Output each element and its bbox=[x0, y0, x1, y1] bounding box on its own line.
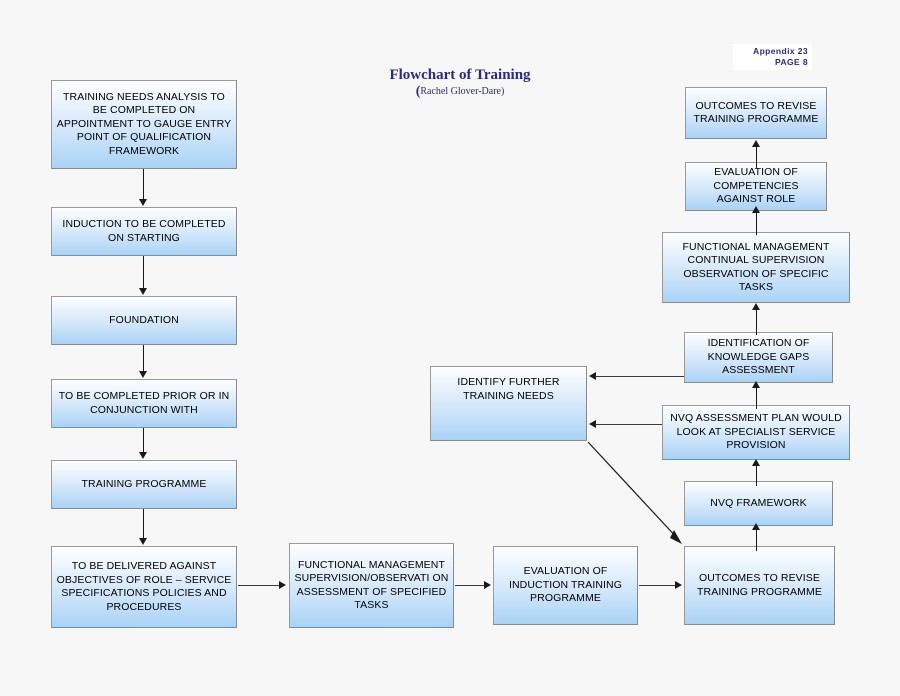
arrow-head-right bbox=[484, 581, 491, 589]
arrow-head-down bbox=[139, 538, 147, 545]
box-label: OUTCOMES TO REVISE TRAINING PROGRAMME bbox=[697, 572, 822, 598]
arrow-head-up bbox=[752, 303, 760, 310]
connector-line bbox=[639, 585, 676, 586]
box-functional-management-supervision[interactable]: FUNCTIONAL MANAGEMENT SUPERVISION/OBSERV… bbox=[289, 543, 454, 628]
document-header: Appendix 23 PAGE 8 bbox=[733, 44, 812, 70]
page-title: Flowchart of Training bbox=[389, 67, 531, 83]
connector-line bbox=[238, 585, 280, 586]
arrow-head-up bbox=[752, 459, 760, 466]
box-evaluation-of-induction-training[interactable]: EVALUATION OF INDUCTION TRAINING PROGRAM… bbox=[493, 546, 638, 625]
arrow-head-up bbox=[752, 140, 760, 147]
box-label: FOUNDATION bbox=[109, 313, 179, 326]
box-functional-management-continual[interactable]: FUNCTIONAL MANAGEMENT CONTINUAL SUPERVIS… bbox=[662, 232, 850, 303]
box-training-needs-analysis[interactable]: TRAINING NEEDS ANALYSIS TO BE COMPLETED … bbox=[51, 80, 237, 169]
box-label: NVQ ASSESSMENT PLAN WOULD LOOK AT SPECIA… bbox=[670, 412, 842, 452]
arrow-head-up bbox=[752, 381, 760, 388]
box-label: INDUCTION TO BE COMPLETED ON STARTING bbox=[62, 218, 226, 244]
box-outcomes-to-revise-training-bottom[interactable]: OUTCOMES TO REVISE TRAINING PROGRAMME bbox=[684, 546, 835, 625]
connector-line bbox=[756, 387, 757, 409]
arrow-head-left bbox=[589, 420, 596, 428]
connector-line bbox=[756, 211, 757, 235]
connector-line bbox=[143, 169, 144, 200]
arrow-head-up bbox=[752, 523, 760, 530]
box-nvq-assessment-plan[interactable]: NVQ ASSESSMENT PLAN WOULD LOOK AT SPECIA… bbox=[662, 405, 850, 460]
box-label: OUTCOMES TO REVISE TRAINING PROGRAMME bbox=[693, 99, 819, 126]
arrow-head-left bbox=[589, 372, 596, 380]
connector-line bbox=[756, 309, 757, 335]
box-identification-of-knowledge-gaps[interactable]: IDENTIFICATION OF KNOWLEDGE GAPS ASSESSM… bbox=[684, 332, 833, 383]
box-evaluation-of-competencies[interactable]: EVALUATION OF COMPETENCIES AGAINST ROLE bbox=[685, 162, 827, 211]
box-label: EVALUATION OF INDUCTION TRAINING PROGRAM… bbox=[508, 565, 623, 605]
chart-author: (Rachel Glover-Dare) bbox=[330, 84, 590, 100]
connector-line bbox=[756, 528, 757, 551]
author-paren: ( bbox=[415, 84, 421, 99]
appendix-label: Appendix 23 bbox=[753, 46, 808, 56]
connector-line bbox=[143, 345, 144, 372]
arrow-head-up bbox=[752, 206, 760, 213]
box-induction[interactable]: INDUCTION TO BE COMPLETED ON STARTING bbox=[51, 207, 237, 256]
arrow-head-down bbox=[139, 371, 147, 378]
box-label: IDENTIFY FURTHER TRAINING NEEDS bbox=[457, 376, 560, 402]
box-identify-further-training-needs[interactable]: IDENTIFY FURTHER TRAINING NEEDS bbox=[430, 366, 587, 441]
author-name: Rachel Glover-Dare) bbox=[420, 86, 505, 97]
box-label: EVALUATION OF COMPETENCIES AGAINST ROLE bbox=[713, 166, 799, 206]
box-outcomes-to-revise-training-top[interactable]: OUTCOMES TO REVISE TRAINING PROGRAMME bbox=[685, 87, 827, 139]
box-label: IDENTIFICATION OF KNOWLEDGE GAPS ASSESSM… bbox=[707, 337, 810, 377]
box-label: NVQ FRAMEWORK bbox=[710, 496, 807, 509]
arrow-head-down bbox=[139, 199, 147, 206]
connector-line bbox=[756, 465, 757, 486]
box-label: TO BE COMPLETED PRIOR OR IN CONJUNCTION … bbox=[58, 390, 230, 416]
connector-line bbox=[143, 428, 144, 453]
connector-line bbox=[756, 146, 757, 168]
connector-line bbox=[143, 256, 144, 289]
box-label: TO BE DELIVERED AGAINST OBJECTIVES OF RO… bbox=[56, 560, 232, 613]
box-label: FUNCTIONAL MANAGEMENT CONTINUAL SUPERVIS… bbox=[682, 240, 830, 294]
connector-line bbox=[143, 509, 144, 539]
box-label: TRAINING PROGRAMME bbox=[81, 477, 207, 490]
box-label: TRAINING NEEDS ANALYSIS TO BE COMPLETED … bbox=[56, 90, 232, 157]
connector-line bbox=[455, 585, 485, 586]
box-label: FUNCTIONAL MANAGEMENT SUPERVISION/OBSERV… bbox=[294, 558, 449, 612]
arrow-head-diagonal bbox=[670, 530, 682, 544]
box-to-be-delivered-against[interactable]: TO BE DELIVERED AGAINST OBJECTIVES OF RO… bbox=[51, 546, 237, 628]
box-nvq-framework[interactable]: NVQ FRAMEWORK bbox=[684, 481, 833, 526]
arrow-head-right bbox=[675, 581, 682, 589]
connector-line bbox=[596, 424, 664, 425]
arrow-head-down bbox=[139, 288, 147, 295]
box-to-be-completed-prior[interactable]: TO BE COMPLETED PRIOR OR IN CONJUNCTION … bbox=[51, 379, 237, 428]
box-foundation[interactable]: FOUNDATION bbox=[51, 296, 237, 345]
box-training-programme[interactable]: TRAINING PROGRAMME bbox=[51, 460, 237, 509]
arrow-head-right bbox=[279, 581, 286, 589]
arrow-head-down bbox=[139, 452, 147, 459]
connector-line bbox=[596, 376, 696, 377]
chart-title-group: Flowchart of Training (Rachel Glover-Dar… bbox=[330, 66, 590, 100]
page-label: PAGE 8 bbox=[775, 57, 808, 67]
